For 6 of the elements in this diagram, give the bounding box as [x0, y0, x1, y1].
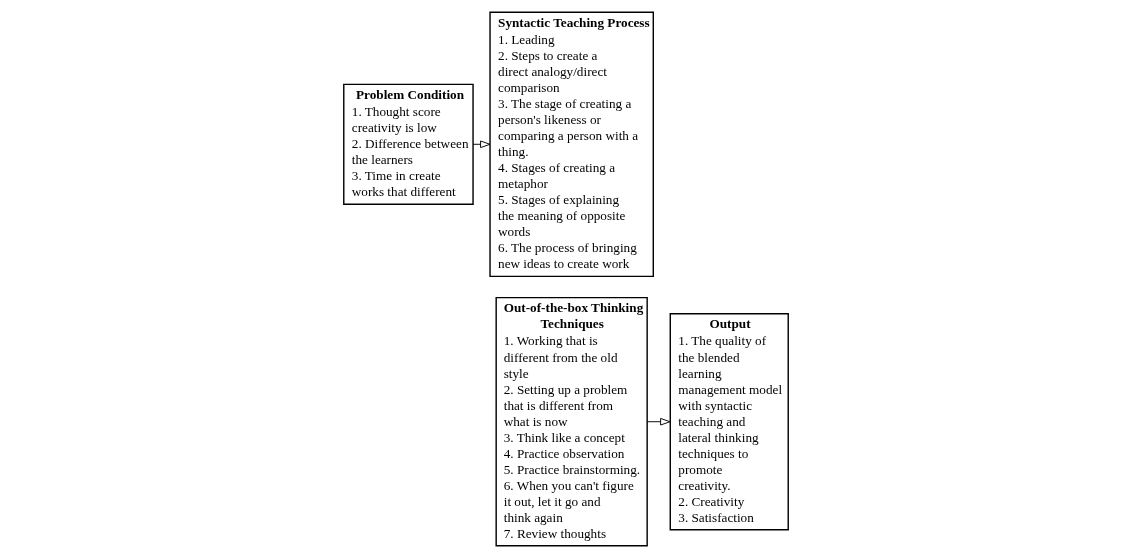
- node-box: Syntactic Teaching Process 1. Leading 2. Steps to create a direct analogy/direct comparison 3. The stage of creating a person's likeness or comparing a person with a thing. 4. Stages of creating a metaphor 5. Stages of explaining the meaning of opposite words 6. The process of bringing new ideas to create work: [489, 11, 654, 278]
- arrow: [472, 140, 491, 149]
- arrow: [646, 417, 671, 426]
- node-box: Problem Condition 1. Thought score creativity is low 2. Difference between the learners 3. Time in create works that different: [343, 83, 474, 205]
- node-box: Out-of-the-box Thinking Techniques 1. Working that is different from the old style 2. Setting up a problem that is different from what is now 3. Think like a concept 4. Practice observation 5. Practice brainstorming. 6. When you can't figure it out, let it go and think again 7. Review thoughts: [495, 296, 648, 547]
- node-box: Output 1. The quality of the blended learning management model with syntactic teaching and lateral thinking techniques to promote creativity. 2. Creativity 3. Satisfaction: [669, 312, 789, 531]
